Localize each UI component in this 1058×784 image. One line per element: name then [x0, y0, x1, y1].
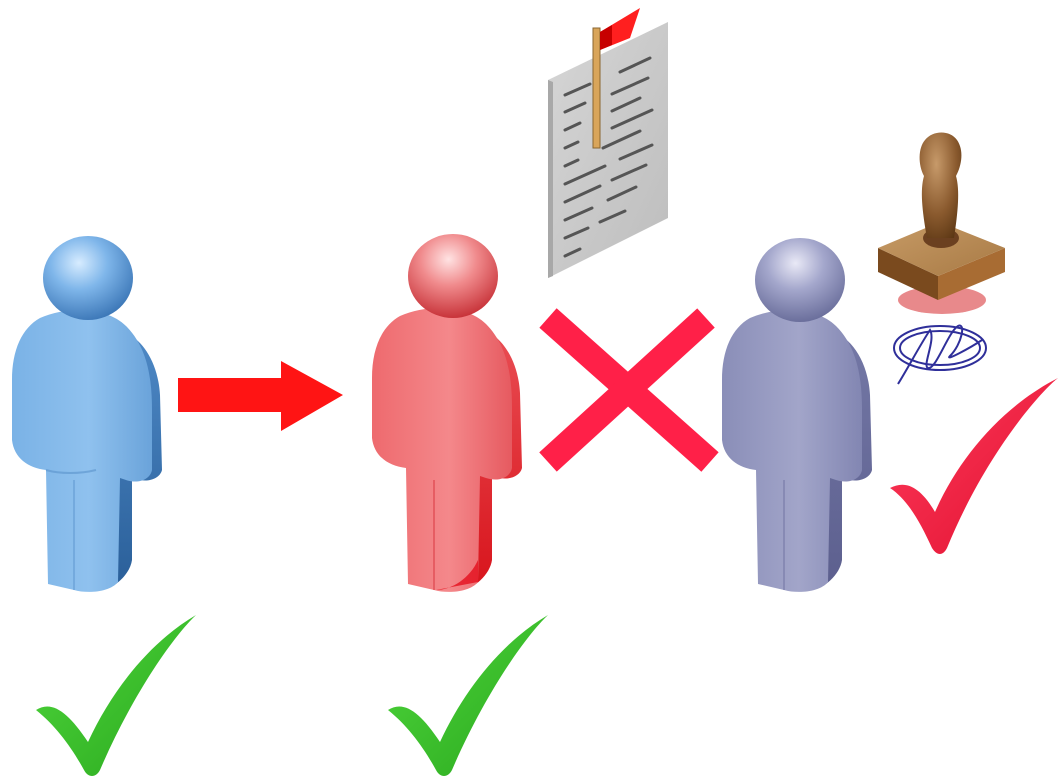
person-slate-icon	[722, 238, 872, 592]
rubber-stamp-icon	[878, 133, 1005, 315]
checkmark-icon	[388, 615, 548, 776]
signature-seal-icon	[894, 326, 986, 384]
person-blue-icon	[12, 236, 162, 592]
document-with-flag-icon	[548, 8, 668, 278]
person-red-icon	[372, 234, 522, 592]
checkmark-icon	[890, 378, 1058, 554]
arrow-right-icon	[178, 361, 343, 431]
checkmark-icon	[36, 615, 196, 776]
cross-icon	[548, 318, 710, 462]
